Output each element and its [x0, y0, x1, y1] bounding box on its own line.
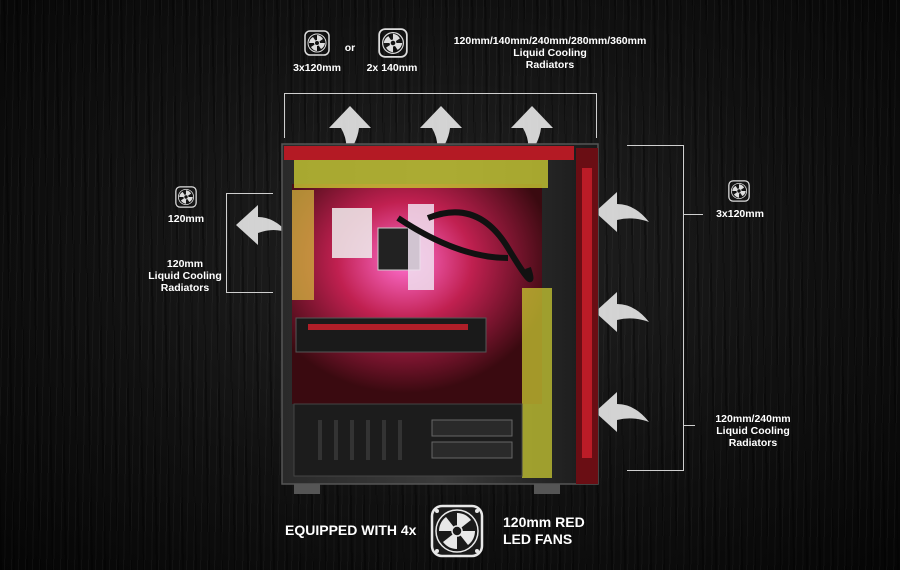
front-radiator-line1: 120mm/240mm [715, 413, 791, 425]
fans-line1: 120mm RED [503, 514, 585, 530]
rear-radiator-line2: Liquid Cooling [148, 270, 222, 282]
front-radiator-line3: Radiators [728, 437, 778, 449]
front-bracket-tick-radiators [683, 425, 695, 426]
airflow-arrow-icon [420, 106, 462, 156]
airflow-arrow-icon [595, 292, 649, 332]
rear-radiator-line3: Radiators [160, 282, 210, 294]
equipped-label: EQUIPPED WITH 4x [285, 522, 417, 538]
airflow-arrow-icon [595, 392, 649, 432]
rear-bracket [226, 193, 273, 194]
top-fan-option-1: 3x120mm [293, 62, 341, 74]
pc-case-image [281, 143, 599, 494]
top-bracket-right [596, 93, 597, 138]
airflow-arrow-icon [595, 192, 649, 232]
top-fan-option-2: 2x 140mm [366, 62, 418, 74]
top-bracket-left [284, 93, 285, 138]
airflow-arrow-icon [236, 205, 288, 245]
fan-icon [378, 28, 408, 58]
top-bracket [284, 93, 597, 94]
fan-icon [175, 186, 197, 208]
front-bracket-top [627, 145, 684, 146]
top-radiator-line2: Liquid Cooling [513, 47, 587, 59]
airflow-arrow-icon [511, 106, 553, 156]
front-fan-label: 3x120mm [716, 208, 764, 220]
top-radiator-line1: 120mm/140mm/240mm/280mm/360mm [453, 35, 647, 47]
fan-icon [304, 30, 330, 56]
rear-fan-label: 120mm [167, 213, 205, 225]
fan-icon [430, 504, 484, 558]
rear-bracket-side [226, 193, 227, 293]
top-radiator-line3: Radiators [525, 59, 575, 71]
front-bracket-tick-fans [683, 214, 703, 215]
rear-bracket-bottom [226, 292, 273, 293]
top-or-label: or [344, 42, 356, 54]
front-radiator-line2: Liquid Cooling [716, 425, 790, 437]
front-bracket-bottom [627, 470, 684, 471]
fan-icon [728, 180, 750, 202]
airflow-arrow-icon [329, 106, 371, 156]
front-bracket-side [683, 145, 684, 471]
rear-radiator-line1: 120mm [166, 258, 204, 270]
fans-line2: LED FANS [503, 531, 573, 547]
